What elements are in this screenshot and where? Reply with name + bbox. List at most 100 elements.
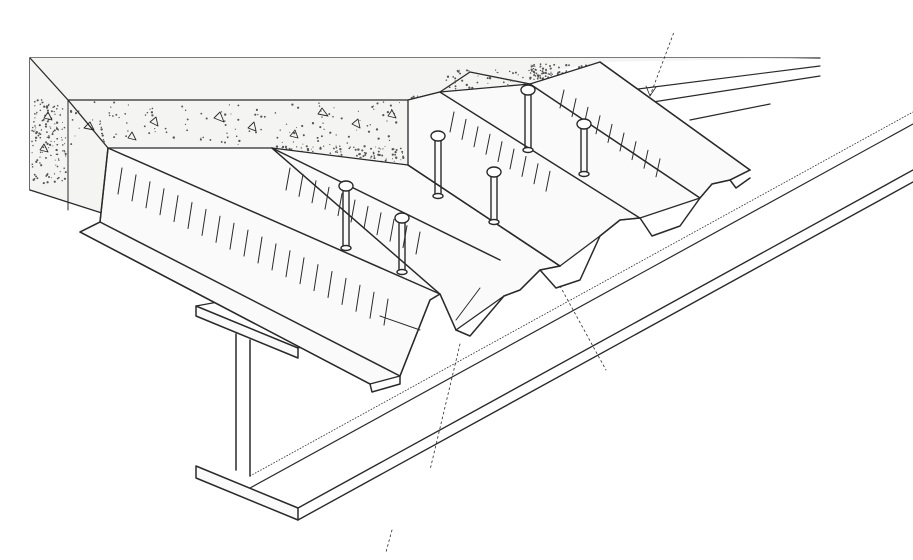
deck-embossment [271, 243, 277, 271]
concrete-dot [39, 133, 42, 136]
beam-web [235, 333, 251, 477]
concrete-dot [458, 69, 460, 71]
concrete-dot [302, 134, 305, 137]
concrete-dot [205, 117, 208, 120]
deck-embossment [655, 158, 661, 178]
concrete-dot [288, 147, 291, 150]
concrete-dot [224, 124, 227, 126]
concrete-dot [125, 135, 127, 138]
concrete-dot [45, 175, 48, 177]
concrete-dot [263, 115, 266, 118]
concrete-dot [528, 69, 530, 72]
concrete-dot [31, 129, 34, 132]
concrete-dot [149, 108, 151, 110]
concrete-dot [260, 115, 263, 118]
concrete-dot [255, 131, 257, 134]
concrete-dot [92, 119, 94, 121]
concrete-dot [56, 165, 59, 168]
concrete-dot [312, 150, 314, 153]
concrete-dot [476, 81, 479, 84]
concrete-dot [31, 166, 34, 168]
concrete-dot [230, 113, 232, 115]
concrete-dot [38, 124, 41, 127]
concrete-dot [237, 104, 240, 107]
concrete-dot [456, 69, 459, 72]
leader-line-stud [429, 343, 461, 471]
concrete-dot [565, 64, 568, 67]
concrete-dot [329, 152, 332, 154]
concrete-dot [71, 119, 74, 121]
concrete-dot [31, 152, 33, 154]
concrete-dot [490, 75, 492, 78]
concrete-dot [496, 71, 498, 74]
deck-embossment [324, 186, 330, 210]
concrete-dot [42, 182, 45, 185]
concrete-dot [530, 68, 533, 71]
concrete-dot [64, 152, 67, 156]
concrete-dot [33, 100, 36, 103]
concrete-dot [340, 153, 343, 156]
concrete-dot [335, 145, 337, 147]
concrete-dot [48, 136, 50, 139]
concrete-dot [44, 123, 48, 126]
concrete-dot [568, 64, 570, 67]
concrete-dot [384, 145, 386, 148]
concrete-dot [54, 159, 56, 161]
concrete-dot [61, 108, 64, 110]
concrete-dot [99, 123, 101, 125]
concrete-dot [151, 114, 154, 117]
concrete-dot [150, 111, 154, 114]
concrete-dot [517, 74, 519, 76]
concrete-dot [380, 148, 382, 150]
concrete-dot [165, 131, 168, 134]
deck-embossment [473, 126, 479, 148]
concrete-dot [93, 101, 96, 104]
concrete-dot [459, 72, 462, 75]
concrete-dot [235, 135, 238, 138]
deck-embossment [607, 123, 613, 143]
concrete-dot [45, 156, 47, 159]
concrete-dot [39, 132, 41, 134]
concrete-dot [305, 145, 308, 148]
concrete-dot [539, 65, 542, 68]
concrete-dot [56, 126, 58, 128]
concrete-dot [64, 137, 67, 139]
concrete-dot [367, 130, 371, 133]
concrete-dot [102, 138, 105, 141]
concrete-dot [49, 127, 52, 129]
deck-embossment [383, 298, 389, 326]
stud-head [338, 180, 354, 192]
concrete-dot [387, 135, 390, 138]
concrete-dot [402, 156, 405, 160]
concrete-dot [360, 156, 362, 159]
concrete-dot [154, 128, 156, 130]
concrete-dot [284, 145, 288, 149]
concrete-dot [487, 82, 489, 84]
concrete-dot [317, 140, 320, 142]
concrete-dot [34, 117, 36, 119]
concrete-dot [48, 143, 52, 147]
concrete-dot [328, 113, 331, 115]
concrete-dot [400, 159, 402, 161]
concrete-dot [494, 69, 497, 71]
concrete-dot [370, 147, 372, 150]
concrete-dot [59, 171, 61, 173]
concrete-dot [55, 107, 58, 110]
concrete-dot [522, 76, 524, 79]
concrete-dot [57, 158, 60, 160]
concrete-dot [335, 134, 337, 136]
concrete-dot [124, 113, 127, 115]
concrete-dot [32, 126, 34, 129]
concrete-dot [34, 105, 36, 107]
concrete-dot [477, 75, 479, 77]
concrete-dot [220, 111, 223, 113]
stud-weld [396, 268, 408, 276]
concrete-dot [53, 141, 56, 143]
concrete-dot [323, 128, 325, 130]
deck-embossment [327, 271, 333, 298]
concrete-dot [535, 72, 538, 75]
concrete-dot [375, 146, 377, 148]
concrete-dot [371, 106, 374, 108]
concrete-dot [336, 151, 339, 153]
concrete-dot [388, 139, 391, 142]
